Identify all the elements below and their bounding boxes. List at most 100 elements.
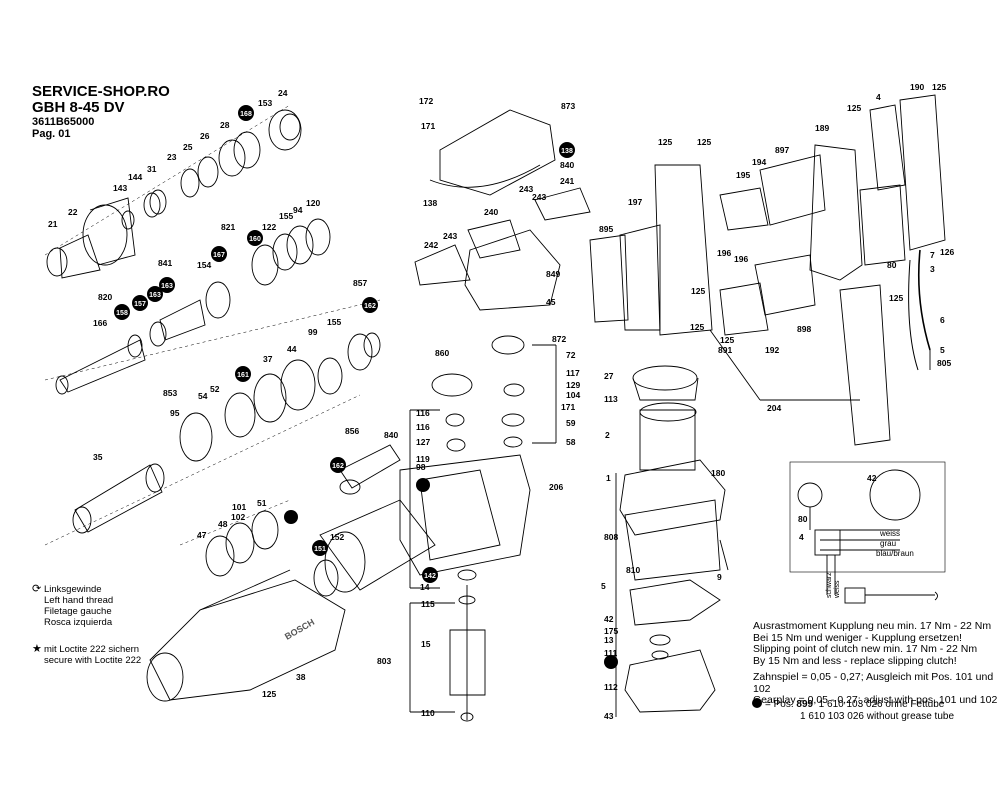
part-label-206: 206 [549,482,563,492]
star-icon: ★ [32,643,42,655]
circled-part-label-151: 151 [314,546,326,553]
part-label-155: 155 [327,317,341,327]
circled-part-label-158: 158 [116,310,128,317]
part-number: 3611B65000 [32,116,95,128]
gearplay-note: Zahnspiel = 0,05 - 0,27; Ausgleich mit P… [753,671,1000,707]
part-label-37: 37 [263,354,273,364]
part-label-196: 196 [734,254,748,264]
circled-part-label-168: 168 [240,111,252,118]
part-label-25: 25 [183,142,193,152]
part-label-891: 891 [718,345,732,355]
part-label-22: 22 [68,207,78,217]
part-label-204: 204 [767,403,781,413]
part-label-38: 38 [296,672,306,682]
part-label-42: 42 [604,614,614,624]
part-label-172: 172 [419,96,433,106]
part-label-116: 116 [416,408,430,418]
wire-schwarz: schwarz [826,572,833,598]
part-label-129: 129 [566,380,580,390]
part-label-195: 195 [736,170,750,180]
part-label-857: 857 [353,278,367,288]
part-label-4: 4 [799,532,804,542]
part-label-21: 21 [48,219,58,229]
circled-part-label-167: 167 [213,252,225,259]
part-label-110: 110 [421,708,435,718]
part-label-54: 54 [198,391,208,401]
circled-part-label-162: 162 [332,463,344,470]
grease-prefix: = Pos. [765,699,794,710]
part-label-52: 52 [210,384,220,394]
part-label-42: 42 [867,473,877,483]
legend-line: mit Loctite 222 sichern [44,644,140,655]
legend-line: Linksgewinde [44,584,102,595]
part-label-9: 9 [717,572,722,582]
part-label-35: 35 [93,452,103,462]
legend-line: Left hand thread [44,595,114,606]
part-label-80: 80 [798,514,808,524]
part-label-175: 175 [604,626,618,636]
part-label-7: 7 [930,250,935,260]
part-label-6: 6 [940,315,945,325]
part-label-47: 47 [197,530,207,540]
grease-line1: 1 610 103 026 ohne Fettube [818,699,945,710]
circled-part-label-163: 163 [149,292,161,299]
part-label-805: 805 [937,358,951,368]
part-label-853: 853 [163,388,177,398]
part-label-153: 153 [258,98,272,108]
part-label-31: 31 [147,164,157,174]
part-label-171: 171 [561,402,575,412]
part-label-5: 5 [940,345,945,355]
grease-pos: 899 [796,699,814,710]
clutch-note: Ausrastmoment Kupplung neu min. 17 Nm - … [753,620,992,667]
part-label-895: 895 [599,224,613,234]
part-label-125: 125 [697,137,711,147]
part-label-113: 113 [604,394,618,404]
part-label-873: 873 [561,101,575,111]
note-line: By 15 Nm and less - replace slipping clu… [753,654,957,667]
part-label-122: 122 [262,222,276,232]
part-label-3: 3 [930,264,935,274]
part-label-872: 872 [552,334,566,344]
part-label-48: 48 [218,519,228,529]
part-label-808: 808 [604,532,618,542]
part-label-125: 125 [262,689,276,699]
part-label-94: 94 [293,205,303,215]
part-label-821: 821 [221,222,235,232]
grease-line2: 1 610 103 026 without grease tube [800,710,955,722]
part-label-243: 243 [443,231,457,241]
part-label-171: 171 [421,121,435,131]
part-label-117: 117 [566,368,580,378]
part-label-27: 27 [604,371,614,381]
wire-blau-braun: blau/braun [876,549,914,558]
part-label-119: 119 [416,454,430,464]
note-line: Ausrastmoment Kupplung neu min. 17 Nm - … [753,620,992,632]
grease-note: = Pos. 899 1 610 103 026 ohne Fettube 1 … [752,698,954,722]
part-label-116: 116 [416,422,430,432]
part-label-143: 143 [113,183,127,193]
part-label-197: 197 [628,197,642,207]
part-label-58: 58 [566,437,576,447]
part-label-14: 14 [420,582,430,592]
circled-part-label-160: 160 [249,236,261,243]
part-label-849: 849 [546,269,560,279]
circled-part-label-157: 157 [134,301,146,308]
circled-markers [114,105,618,669]
part-label-13: 13 [604,635,614,645]
part-label-166: 166 [93,318,107,328]
part-label-240: 240 [484,207,498,217]
part-label-138: 138 [423,198,437,208]
circled-part-label-142: 142 [424,573,436,580]
part-label-803: 803 [377,656,391,666]
part-label-125: 125 [932,82,946,92]
part-label-190: 190 [910,82,924,92]
part-label-154: 154 [197,260,211,270]
part-label-45: 45 [546,297,556,307]
part-label-1: 1 [606,473,611,483]
part-label-28: 28 [220,120,230,130]
part-label-840: 840 [384,430,398,440]
part-label-192: 192 [765,345,779,355]
part-label-125: 125 [720,335,734,345]
part-label-95: 95 [170,408,180,418]
part-label-125: 125 [658,137,672,147]
